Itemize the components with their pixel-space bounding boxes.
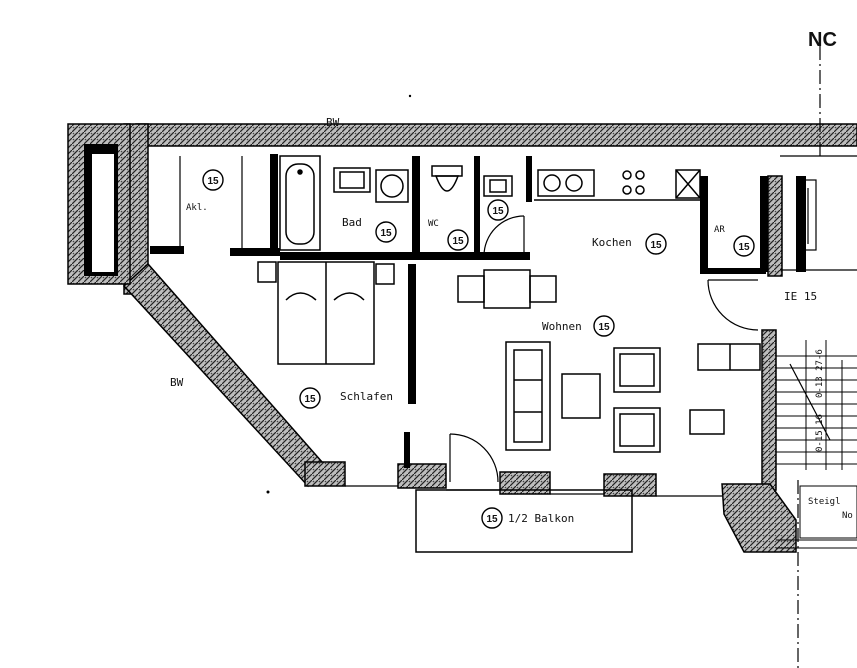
corner-code: NC — [808, 29, 837, 51]
double-bed — [257, 261, 395, 365]
room-marker-schlafen: 15 — [299, 387, 321, 409]
label-steig-2: No — [842, 511, 853, 521]
balcony — [415, 489, 633, 553]
room-marker-bad: 15 — [375, 221, 397, 243]
coffee-table — [561, 373, 601, 419]
kitchen-counter — [534, 169, 701, 201]
bathtub — [279, 155, 321, 251]
bathroom-sink — [333, 167, 371, 193]
svg-text:15: 15 — [598, 322, 610, 333]
room-marker-balkon: 15 — [481, 507, 503, 529]
room-label-ar: AR — [714, 225, 725, 235]
washing-machine — [375, 169, 409, 203]
wall-label-top: BW — [326, 116, 340, 129]
label-steig-1: Steigl — [808, 497, 841, 507]
exterior-walls — [122, 123, 857, 553]
right-closet — [799, 179, 817, 251]
room-marker-ar: 15 — [733, 235, 755, 257]
room-markers: 15 15 15 15 15 15 15 15 15 — [202, 169, 755, 529]
wc-basin — [483, 175, 513, 197]
room-label-wc: WC — [428, 219, 439, 229]
dining-table — [457, 269, 557, 309]
label-stair-measure: 0-13 27-6 — [815, 349, 825, 398]
room-label-bad: Bad — [342, 216, 362, 229]
svg-text:15: 15 — [492, 206, 504, 217]
room-marker-kochen: 15 — [645, 233, 667, 255]
room-marker-wc2: 15 — [487, 199, 509, 221]
room-label-balkon: 1/2 Balkon — [508, 512, 574, 525]
svg-text:15: 15 — [207, 176, 219, 187]
room-marker-wc: 15 — [447, 229, 469, 251]
interior-walls — [150, 154, 806, 468]
label-stair-measure-2: 0-15 16 — [815, 414, 825, 452]
room-label-wohnen: Wohnen — [542, 320, 582, 333]
stairwell — [776, 340, 857, 549]
svg-text:15: 15 — [380, 228, 392, 239]
svg-text:15: 15 — [738, 242, 750, 253]
room-label-kochen: Kochen — [592, 236, 632, 249]
svg-text:15: 15 — [650, 240, 662, 251]
left-outer-element — [67, 123, 131, 285]
label-ie: IE 15 — [784, 290, 817, 303]
room-labels: NC BW BW Akl. Bad WC Kochen AR Wohnen Sc… — [170, 29, 853, 525]
room-marker-akl: 15 — [202, 169, 224, 191]
sofa — [505, 341, 551, 451]
svg-text:15: 15 — [452, 236, 464, 247]
wall-label-left: BW — [170, 376, 184, 389]
doors — [449, 215, 759, 483]
side-furniture — [689, 343, 761, 435]
svg-text:15: 15 — [304, 394, 316, 405]
room-label-schlafen: Schlafen — [340, 390, 393, 403]
armchairs — [613, 347, 661, 453]
svg-text:15: 15 — [486, 514, 498, 525]
room-marker-wohnen: 15 — [593, 315, 615, 337]
axis-line — [797, 46, 821, 668]
room-label-akl: Akl. — [186, 203, 208, 213]
scan-specks — [266, 94, 412, 494]
toilet — [431, 165, 463, 192]
